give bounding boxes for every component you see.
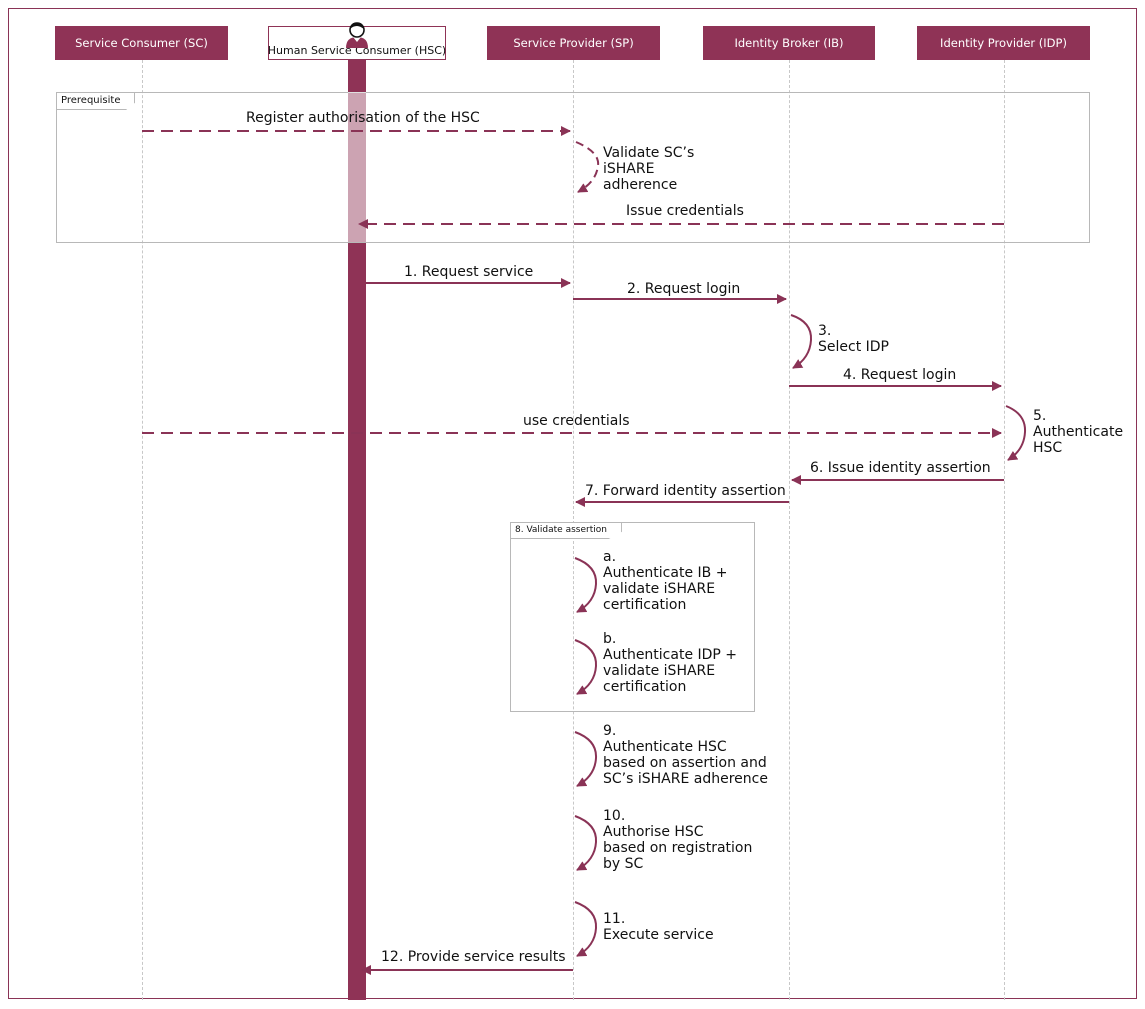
note-11-execute-service: 11. Execute service xyxy=(603,911,714,943)
arrow-a-authenticate-ib xyxy=(574,557,598,613)
label-use-credentials: use credentials xyxy=(523,413,630,429)
label-request-login-2: 2. Request login xyxy=(627,281,741,297)
person-icon xyxy=(346,22,368,48)
prerequisite-fragment: Prerequisite xyxy=(56,92,1090,243)
diagram-frame xyxy=(8,8,1137,999)
arrow-validate-sc xyxy=(575,141,600,193)
actor-identity-provider: Identity Provider (IDP) xyxy=(917,26,1090,60)
actor-service-provider: Service Provider (SP) xyxy=(487,26,660,60)
actor-service-consumer: Service Consumer (SC) xyxy=(55,26,228,60)
label-register: Register authorisation of the HSC xyxy=(246,110,480,126)
actor-hsc-label: Human Service Consumer (HSC) xyxy=(267,44,447,57)
label-request-login-4: 4. Request login xyxy=(843,367,957,383)
note-9-authenticate-hsc: 9. Authenticate HSC based on assertion a… xyxy=(603,723,768,787)
validate-assertion-label: 8. Validate assertion xyxy=(511,523,622,539)
note-validate-sc: Validate SC’s iSHARE adherence xyxy=(603,145,695,193)
note-select-idp: 3. Select IDP xyxy=(818,323,889,355)
arrow-3-select-idp xyxy=(790,314,813,369)
label-issue-identity-assertion: 6. Issue identity assertion xyxy=(810,460,991,476)
hsc-activation-bar xyxy=(348,60,366,1000)
lifeline-ib xyxy=(789,60,790,1000)
arrow-10-authorise-hsc xyxy=(574,815,598,871)
prerequisite-label: Prerequisite xyxy=(57,93,136,110)
label-issue-credentials: Issue credentials xyxy=(626,203,744,219)
lifeline-idp xyxy=(1004,60,1005,1000)
note-b-authenticate-idp: b. Authenticate IDP + validate iSHARE ce… xyxy=(603,631,738,695)
label-request-service: 1. Request service xyxy=(404,264,534,280)
prerequisite-shade xyxy=(348,92,366,242)
label-provide-service-results: 12. Provide service results xyxy=(381,949,566,965)
arrow-b-authenticate-idp xyxy=(574,639,598,695)
arrow-5-authenticate-hsc xyxy=(1005,405,1027,461)
actor-identity-broker: Identity Broker (IB) xyxy=(703,26,875,60)
label-forward-identity-assertion: 7. Forward identity assertion xyxy=(585,483,786,499)
arrow-9-authenticate-hsc xyxy=(574,731,598,787)
validate-assertion-fragment: 8. Validate assertion xyxy=(510,522,755,712)
note-a-authenticate-ib: a. Authenticate IB + validate iSHARE cer… xyxy=(603,549,728,613)
lifeline-sc xyxy=(142,60,143,1000)
note-10-authorise-hsc: 10. Authorise HSC based on registration … xyxy=(603,808,753,872)
arrow-11-execute-service xyxy=(574,901,598,957)
note-authenticate-hsc: 5. Authenticate HSC xyxy=(1033,408,1124,456)
